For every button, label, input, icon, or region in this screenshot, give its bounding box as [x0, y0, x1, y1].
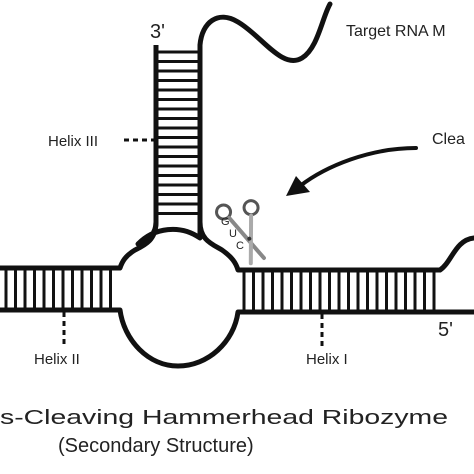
three-prime-label: 3'	[150, 21, 165, 43]
helix-one-label: Helix I	[306, 351, 348, 368]
cleavage-arrow-shaft	[298, 146, 418, 188]
cleavage-arrow-head	[286, 176, 310, 196]
target-rna-strand	[197, 1, 333, 63]
base-u: U	[229, 228, 237, 240]
helix-three-label: Helix III	[48, 133, 98, 150]
caption-title: s-Cleaving Hammerhead Ribozyme	[0, 407, 448, 429]
base-g: G	[221, 216, 230, 228]
central-loop-body	[117, 219, 241, 369]
helix-two-label: Helix II	[34, 351, 80, 368]
caption-subtitle: (Secondary Structure)	[58, 435, 254, 457]
helix-three-base-pairs	[156, 50, 200, 215]
scissors-icon	[215, 199, 266, 266]
cleavage-label: Clea	[432, 131, 465, 148]
target-rna-label: Target RNA M	[346, 23, 446, 40]
helix-one-tail	[437, 235, 474, 273]
five-prime-label: 5'	[438, 319, 453, 341]
helix-two-base-pairs	[4, 268, 112, 310]
helix-one-base-pairs	[242, 270, 436, 312]
base-c: C	[236, 240, 244, 252]
